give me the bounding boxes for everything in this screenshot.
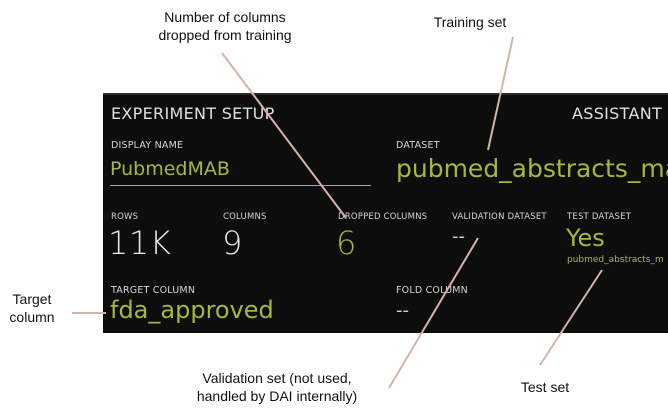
test-dataset-name: pubmed_abstracts_m <box>567 255 663 265</box>
dropped-columns-label: DROPPED COLUMNS <box>338 212 428 222</box>
validation-dataset-value[interactable]: -- <box>452 226 465 247</box>
dataset-label: DATASET <box>396 140 440 151</box>
annotation-dropped-columns: Number of columns dropped from training <box>158 9 292 43</box>
display-name-input[interactable]: PubmedMAB <box>110 158 230 180</box>
experiment-setup-title: EXPERIMENT SETUP <box>111 104 275 123</box>
panel-top-border <box>103 93 668 95</box>
annotation-target-column: Target column <box>9 291 55 325</box>
validation-dataset-label: VALIDATION DATASET <box>452 212 547 222</box>
dropped-columns-value[interactable]: 6 <box>336 224 357 262</box>
assistant-button[interactable]: ASSISTANT <box>572 104 663 123</box>
annotation-test-set: Test set <box>520 379 570 395</box>
rows-label: ROWS <box>111 212 139 222</box>
display-name-underline <box>110 185 371 186</box>
target-column-value[interactable]: fda_approved <box>110 296 274 324</box>
fold-column-label: FOLD COLUMN <box>396 285 468 296</box>
fold-column-value[interactable]: -- <box>396 300 409 321</box>
target-column-label: TARGET COLUMN <box>111 285 196 296</box>
columns-label: COLUMNS <box>223 212 267 222</box>
display-name-label: DISPLAY NAME <box>111 140 184 151</box>
annotation-training-set: Training set <box>433 14 507 30</box>
dataset-value[interactable]: pubmed_abstracts_mat <box>396 154 668 183</box>
test-dataset-label: TEST DATASET <box>567 212 632 222</box>
annotation-validation-set: Validation set (not used, handled by DAI… <box>196 370 358 404</box>
rows-value: 11K <box>108 224 172 262</box>
test-dataset-value[interactable]: Yes <box>566 224 605 252</box>
columns-value: 9 <box>222 224 243 262</box>
